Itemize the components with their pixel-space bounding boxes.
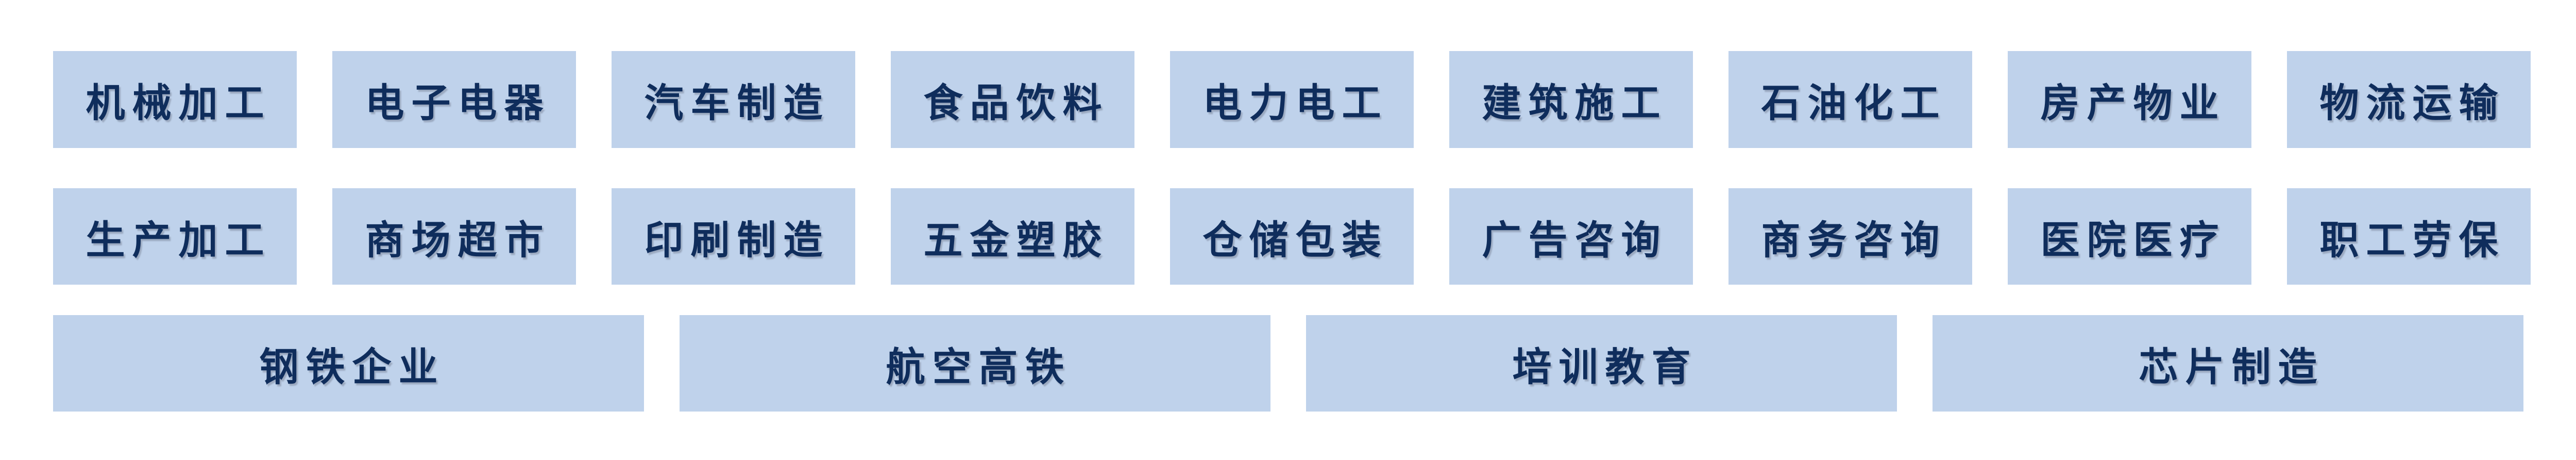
industry-tag-steel-enterprise[interactable]: 钢铁企业 [53,315,644,412]
industry-tag-production[interactable]: 生产加工 [53,188,297,285]
tag-row-2: 生产加工 商场超市 印刷制造 五金塑胶 仓储包装 广告咨询 商务咨询 医院医疗 … [53,188,2531,285]
industry-tag-hardware-plastics[interactable]: 五金塑胶 [891,188,1134,285]
industry-tag-logistics[interactable]: 物流运输 [2287,51,2531,148]
industry-tag-grid: 机械加工 电子电器 汽车制造 食品饮料 电力电工 建筑施工 石油化工 房产物业 … [53,51,2531,412]
industry-tag-electric-power[interactable]: 电力电工 [1170,51,1414,148]
industry-tag-aviation-highrail[interactable]: 航空高铁 [680,315,1270,412]
industry-tag-training-education[interactable]: 培训教育 [1306,315,1897,412]
industry-tag-automobile[interactable]: 汽车制造 [612,51,855,148]
industry-tag-construction[interactable]: 建筑施工 [1449,51,1693,148]
industry-tag-business-consult[interactable]: 商务咨询 [1728,188,1972,285]
tag-row-3: 钢铁企业 航空高铁 培训教育 芯片制造 [53,315,2531,412]
industry-tag-supermarket[interactable]: 商场超市 [332,188,576,285]
tag-row-1: 机械加工 电子电器 汽车制造 食品饮料 电力电工 建筑施工 石油化工 房产物业 … [53,51,2531,148]
industry-tag-petrochemical[interactable]: 石油化工 [1728,51,1972,148]
industry-tag-electronics[interactable]: 电子电器 [332,51,576,148]
industry-tag-real-estate[interactable]: 房产物业 [2008,51,2251,148]
industry-tag-food-beverage[interactable]: 食品饮料 [891,51,1134,148]
industry-tag-machining[interactable]: 机械加工 [53,51,297,148]
industry-tag-advertising[interactable]: 广告咨询 [1449,188,1693,285]
industry-tag-hospital-medical[interactable]: 医院医疗 [2008,188,2251,285]
industry-tag-printing[interactable]: 印刷制造 [612,188,855,285]
industry-tag-labor-protection[interactable]: 职工劳保 [2287,188,2531,285]
industry-tag-warehouse-packing[interactable]: 仓储包装 [1170,188,1414,285]
industry-tag-chip-manufacturing[interactable]: 芯片制造 [1933,315,2523,412]
